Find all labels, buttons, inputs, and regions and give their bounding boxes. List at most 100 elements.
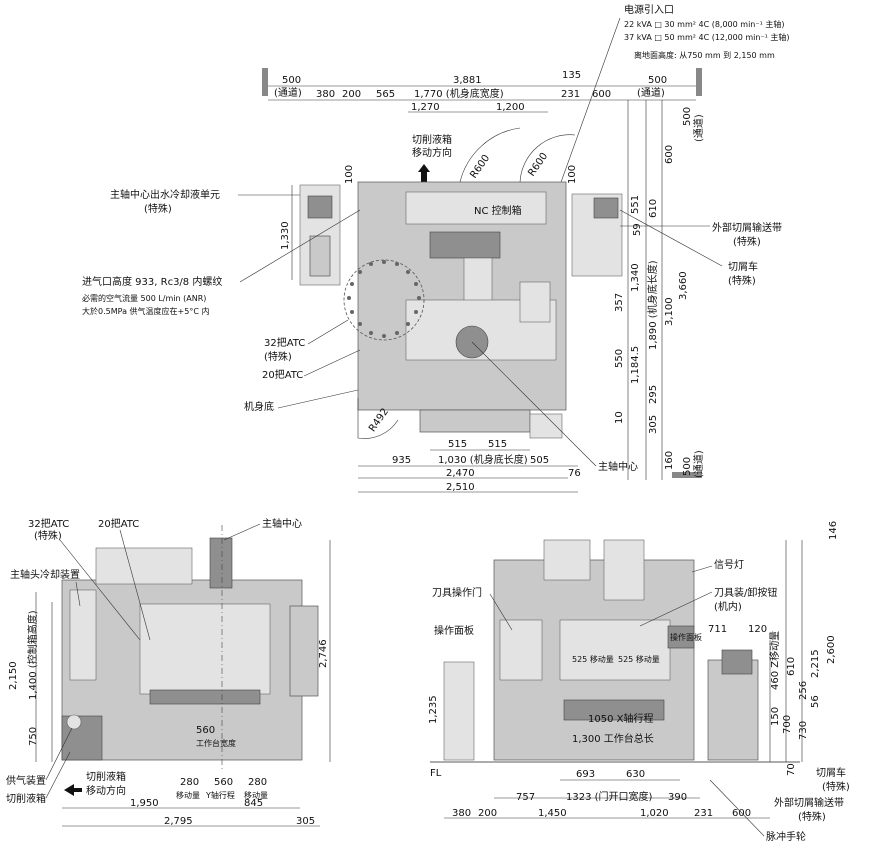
side-dim-150: 150 xyxy=(770,707,781,726)
side-dim-630: 630 xyxy=(626,769,645,780)
nc-box-label: NC 控制箱 xyxy=(474,204,522,217)
front-conveyor-side xyxy=(289,605,319,697)
handwheel-label: 脉冲手轮 xyxy=(766,830,806,843)
chip-box-move-label: 移动方向 xyxy=(412,146,452,159)
coolant-tank-label: 切削液箱 xyxy=(6,792,46,805)
air-flow-label: 必需的空气流量 500 L/min (ANR) xyxy=(82,293,206,303)
base-label: 机身底 xyxy=(244,400,274,413)
dim-1184: 1,184.5 xyxy=(630,346,641,384)
tool-door-label: 刀具操作门 xyxy=(432,586,482,599)
front-dim-280-a: 280 xyxy=(180,777,199,788)
front-dim-560-b: 560 xyxy=(214,777,233,788)
front-spindle-center-label: 主轴中心 xyxy=(262,517,302,530)
front-dim-1950: 1,950 xyxy=(130,798,159,809)
tool-door xyxy=(499,619,543,681)
dim-59: 59 xyxy=(632,223,643,236)
radius-r600-a: R600 xyxy=(468,153,492,181)
front-dim-845: 845 xyxy=(244,798,263,809)
side-dim-231: 231 xyxy=(694,808,713,819)
atc32-special: (特殊) xyxy=(264,350,292,363)
front-dim-2150: 2,150 xyxy=(8,661,19,690)
side-dim-1450: 1,450 xyxy=(538,808,567,819)
conveyor-label: 外部切屑输送带 xyxy=(712,221,782,234)
side-dim-693: 693 xyxy=(576,769,595,780)
arrow-shaft xyxy=(421,172,427,184)
move-525-b: 525 移动量 xyxy=(618,654,660,664)
x-travel-label: 1050 X轴行程 xyxy=(588,712,653,725)
side-spindle-head xyxy=(603,539,645,601)
side-dim-1020: 1,020 xyxy=(640,808,669,819)
power-line-1: 22 kVA □ 30 mm² 4C (8,000 min⁻¹ 主轴) xyxy=(624,19,784,29)
dim-3100: 3,100 xyxy=(664,297,675,326)
dim-road-left: (通道) xyxy=(274,86,302,99)
conveyor-special: (特殊) xyxy=(733,235,761,248)
chip-cart-special: (特殊) xyxy=(728,274,756,287)
front-dim-750: 750 xyxy=(28,727,39,746)
front-dim-2795: 2,795 xyxy=(164,816,193,827)
dim-road-bottom-right: (通道) xyxy=(692,450,705,478)
dim-935: 935 xyxy=(392,455,411,466)
dim-550: 550 xyxy=(614,349,625,368)
side-dim-146: 146 xyxy=(828,521,839,540)
side-dim-700: 700 xyxy=(782,715,793,734)
tool-button-label: 刀具装/卸按钮 xyxy=(714,586,777,599)
table-length-label: 1,300 工作台总长 xyxy=(572,732,654,745)
chip-box-label: 切削液箱 xyxy=(412,133,452,146)
dim-100-left: 100 xyxy=(344,165,355,184)
y-travel-label: Y轴行程 xyxy=(205,790,235,800)
coolant-unit-tank xyxy=(307,195,333,219)
side-conveyor-special: (特殊) xyxy=(798,810,826,823)
side-dim-2215: 2,215 xyxy=(810,649,821,678)
side-dim-460: 460 Z移动量 xyxy=(768,631,781,690)
side-dim-730: 730 xyxy=(798,721,809,740)
dim-1770: 1,770 (机身底宽度) xyxy=(414,87,504,100)
atc32-label: 32把ATC xyxy=(264,336,305,349)
side-dim-757: 757 xyxy=(516,792,535,803)
front-dim-2746: 2,746 xyxy=(318,639,329,668)
side-dim-1323: 1323 (门开口宽度) xyxy=(566,790,653,803)
dim-3881: 3,881 xyxy=(453,75,482,86)
side-operation-panel xyxy=(443,661,475,761)
side-panel-label: 操作面板 xyxy=(434,624,474,637)
dim-road-right: (通道) xyxy=(637,86,665,99)
table-width-label: 工作台宽度 xyxy=(196,738,236,748)
dim-135: 135 xyxy=(562,70,581,81)
tool-button-inside: (机内) xyxy=(714,600,742,613)
power-line-2: 37 kVA □ 50 mm² 4C (12,000 min⁻¹ 主轴) xyxy=(624,32,790,42)
travel-label-right: 移动量 xyxy=(244,790,268,800)
arrow-left-icon xyxy=(64,784,82,796)
side-conveyor-label: 外部切屑输送带 xyxy=(774,796,844,809)
side-dim-380: 380 xyxy=(452,808,471,819)
front-atc32-label: 32把ATC xyxy=(28,517,69,530)
dim-1340: 1,340 xyxy=(630,263,641,292)
dim-1200: 1,200 xyxy=(496,102,525,113)
side-panel-box xyxy=(667,625,695,649)
dim-200: 200 xyxy=(342,89,361,100)
arrow-up-icon xyxy=(418,164,430,172)
dim-500-bottom-right: 500 xyxy=(682,457,693,476)
front-atc20-label: 20把ATC xyxy=(98,517,139,530)
plan-view: 500 (通道) 3,881 135 500 (通道) 380 200 565 … xyxy=(82,68,782,493)
front-window xyxy=(139,603,271,695)
dim-1330: 1,330 xyxy=(280,221,291,250)
front-dim-1400: 1,400 (控制箱高度) xyxy=(26,610,39,700)
coolant-unit-pump xyxy=(309,235,331,277)
side-dim-200: 200 xyxy=(478,808,497,819)
coolant-move-label-1: 切削液箱 xyxy=(86,770,126,783)
power-title: 电源引入口 xyxy=(624,3,674,16)
front-dim-305: 305 xyxy=(296,816,315,827)
air-supply-unit xyxy=(66,714,82,730)
chip-cart-plan xyxy=(593,197,619,219)
base-extension xyxy=(419,409,531,433)
dim-76: 76 xyxy=(568,468,581,479)
side-chip-cart-special: (特殊) xyxy=(822,780,850,793)
dim-565: 565 xyxy=(376,89,395,100)
side-chip-cart-label: 切屑车 xyxy=(816,766,846,779)
side-dim-1235: 1,235 xyxy=(428,695,439,724)
coolant-move-label-2: 移动方向 xyxy=(86,784,126,797)
side-dim-610: 610 xyxy=(786,657,797,676)
air-inlet-label: 进气口高度 933, Rc3/8 内螺纹 xyxy=(82,275,222,288)
side-chip-cart xyxy=(721,649,753,675)
dim-1030: 1,030 (机身底长度) xyxy=(438,453,528,466)
